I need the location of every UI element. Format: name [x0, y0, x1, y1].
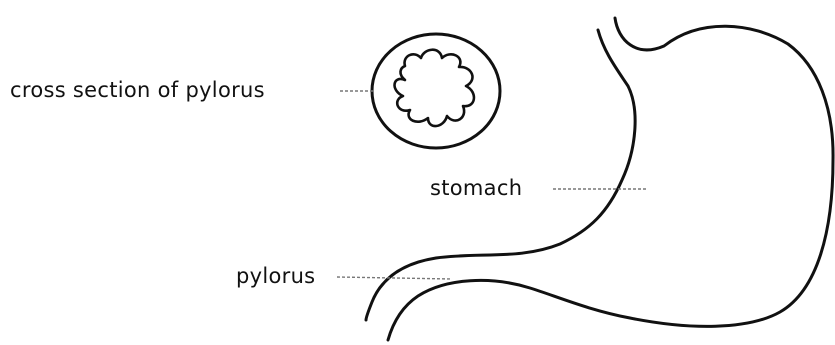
stomach-inner-outline: [366, 30, 635, 320]
pylorus-cross-section-folds: [395, 50, 474, 126]
pylorus-label: pylorus: [236, 264, 315, 288]
cross-section-label: cross section of pylorus: [10, 78, 265, 102]
pylorus-leader-line: [337, 277, 452, 279]
stomach-label: stomach: [430, 176, 522, 200]
